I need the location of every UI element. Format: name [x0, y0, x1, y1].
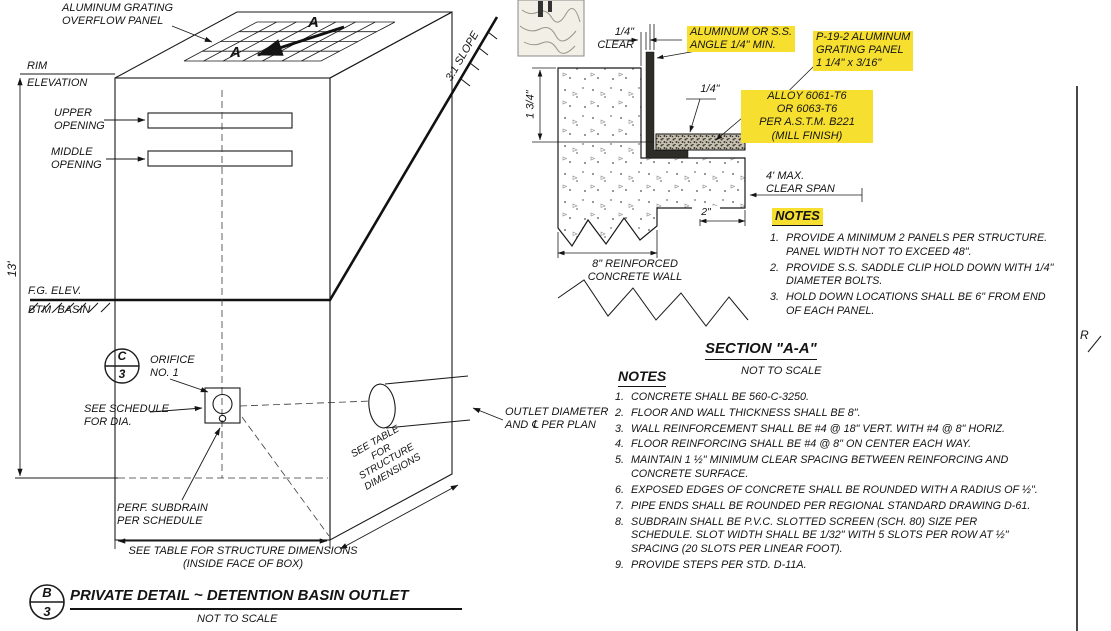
detail-subtitle: NOT TO SCALE	[197, 613, 278, 625]
grating-panel-section	[655, 133, 746, 151]
height-dimension	[15, 73, 118, 479]
general-note-item: 4.FLOOR REINFORCING SHALL BE #4 @ 8" ON …	[615, 438, 972, 451]
general-note-item: 1.CONCRETE SHALL BE 560-C-3250.	[615, 391, 810, 403]
general-note-item: 9.PROVIDE STEPS PER STD. D-11A.	[615, 558, 807, 571]
callout-c3-top-text: C	[117, 349, 127, 363]
grating-note-item: 3.HOLD DOWN LOCATIONS SHALL BE 6" FROM E…	[770, 291, 1046, 318]
outlet-label: OUTLET DIAMETER AND ℄ PER PLAN	[505, 406, 609, 432]
grating-note-item: 1.PROVIDE A MINIMUM 2 PANELS PER STRUCTU…	[770, 232, 1048, 258]
seat-dim-text: 2"	[692, 206, 720, 219]
general-note-item: 6.EXPOSED EDGES OF CONCRETE SHALL BE ROU…	[615, 483, 1038, 496]
upper-opening-slot	[147, 112, 293, 129]
border-mark: R	[1080, 328, 1089, 342]
middle-opening-slot	[147, 150, 293, 167]
leader-arrows	[104, 25, 504, 501]
break-line	[557, 279, 749, 327]
hidden-centerlines	[118, 90, 373, 537]
general-notes-list: 1.CONCRETE SHALL BE 560-C-3250. 2.FLOOR …	[615, 391, 1080, 575]
section-title: SECTION "A-A"	[705, 340, 817, 360]
general-note-item: 3.WALL REINFORCEMENT SHALL BE #4 @ 18" V…	[615, 422, 1005, 435]
height-dim-text: 13'	[4, 261, 19, 278]
general-note-item: 8.SUBDRAIN SHALL BE P.V.C. SLOTTED SCREE…	[615, 515, 1009, 556]
detail-title: PRIVATE DETAIL ~ DETENTION BASIN OUTLET	[70, 587, 462, 610]
grating-overflow-label: ALUMINUM GRATING OVERFLOW PANEL	[62, 2, 174, 28]
general-notes-title: NOTES	[618, 368, 667, 387]
upper-opening-label: UPPER OPENING	[54, 107, 105, 133]
sheet-border	[1076, 86, 1102, 631]
callout-b3-top-text: B	[42, 585, 52, 600]
middle-opening-label: MIDDLE OPENING	[51, 146, 102, 172]
general-note-item: 7.PIPE ENDS SHALL BE ROUNDED PER REGIONA…	[615, 499, 1031, 512]
section-letter-bottom: A	[230, 44, 241, 61]
outlet-pipe	[368, 375, 471, 429]
grating-note-item: 2.PROVIDE S.S. SADDLE CLIP HOLD DOWN WIT…	[770, 261, 1054, 288]
section-subtitle: NOT TO SCALE	[741, 365, 822, 377]
span-dim-text: 4' MAX. CLEAR SPAN	[766, 170, 835, 196]
wall-dim-text: 8" REINFORCED CONCRETE WALL	[587, 258, 683, 284]
grating-notes-title: NOTES	[772, 208, 823, 226]
panel-callout: P-19-2 ALUMINUM GRATING PANEL 1 1/4" x 3…	[813, 31, 914, 71]
callout-c3-bottom-text: 3	[118, 367, 126, 381]
grating-panel-top	[183, 21, 396, 62]
section-letter-top: A	[308, 14, 319, 31]
see-schedule-label: SEE SCHEDULE FOR DIA.	[84, 403, 169, 429]
elevation-label: ELEVATION	[27, 77, 88, 89]
btm-basin-label: BTM. BASIN	[28, 304, 91, 316]
fg-elev-label: F.G. ELEV.	[28, 285, 82, 297]
rim-label: RIM	[27, 60, 48, 72]
perf-subdrain-label: PERF. SUBDRAIN PER SCHEDULE	[117, 502, 208, 528]
general-note-item: 5.MAINTAIN 1 ½" MINIMUM CLEAR SPACING BE…	[615, 454, 1009, 481]
orifice	[204, 387, 241, 424]
detail-callout-c3	[104, 348, 140, 384]
general-note-item: 2.FLOOR AND WALL THICKNESS SHALL BE 8".	[615, 406, 861, 419]
grating-notes-list: 1.PROVIDE A MINIMUM 2 PANELS PER STRUCTU…	[770, 232, 1075, 321]
quarter-dim-text: 1/4"	[700, 83, 720, 95]
angle-callout: ALUMINUM OR S.S. ANGLE 1/4" MIN.	[687, 26, 796, 53]
detail-callout-b3	[29, 584, 65, 620]
section-aa-detail	[532, 24, 863, 327]
width-dimension	[114, 538, 331, 549]
depth-dimension	[339, 484, 459, 550]
quarter-clear-dim-text: 1/4" CLEAR	[597, 26, 634, 52]
table-dims-bottom-label: SEE TABLE FOR STRUCTURE DIMENSIONS (INSI…	[128, 545, 358, 571]
map-thumbnail	[517, 0, 585, 57]
callout-b3-bottom-text: 3	[43, 604, 51, 619]
ground-slope-line	[28, 16, 499, 313]
section-cut-line	[256, 25, 345, 57]
orifice-label: ORIFICE NO. 1	[150, 354, 195, 380]
alloy-callout: ALLOY 6061-T6 OR 6063-T6 PER A.S.T.M. B2…	[741, 90, 873, 143]
recess-dim-text: 1 3/4"	[524, 90, 537, 119]
